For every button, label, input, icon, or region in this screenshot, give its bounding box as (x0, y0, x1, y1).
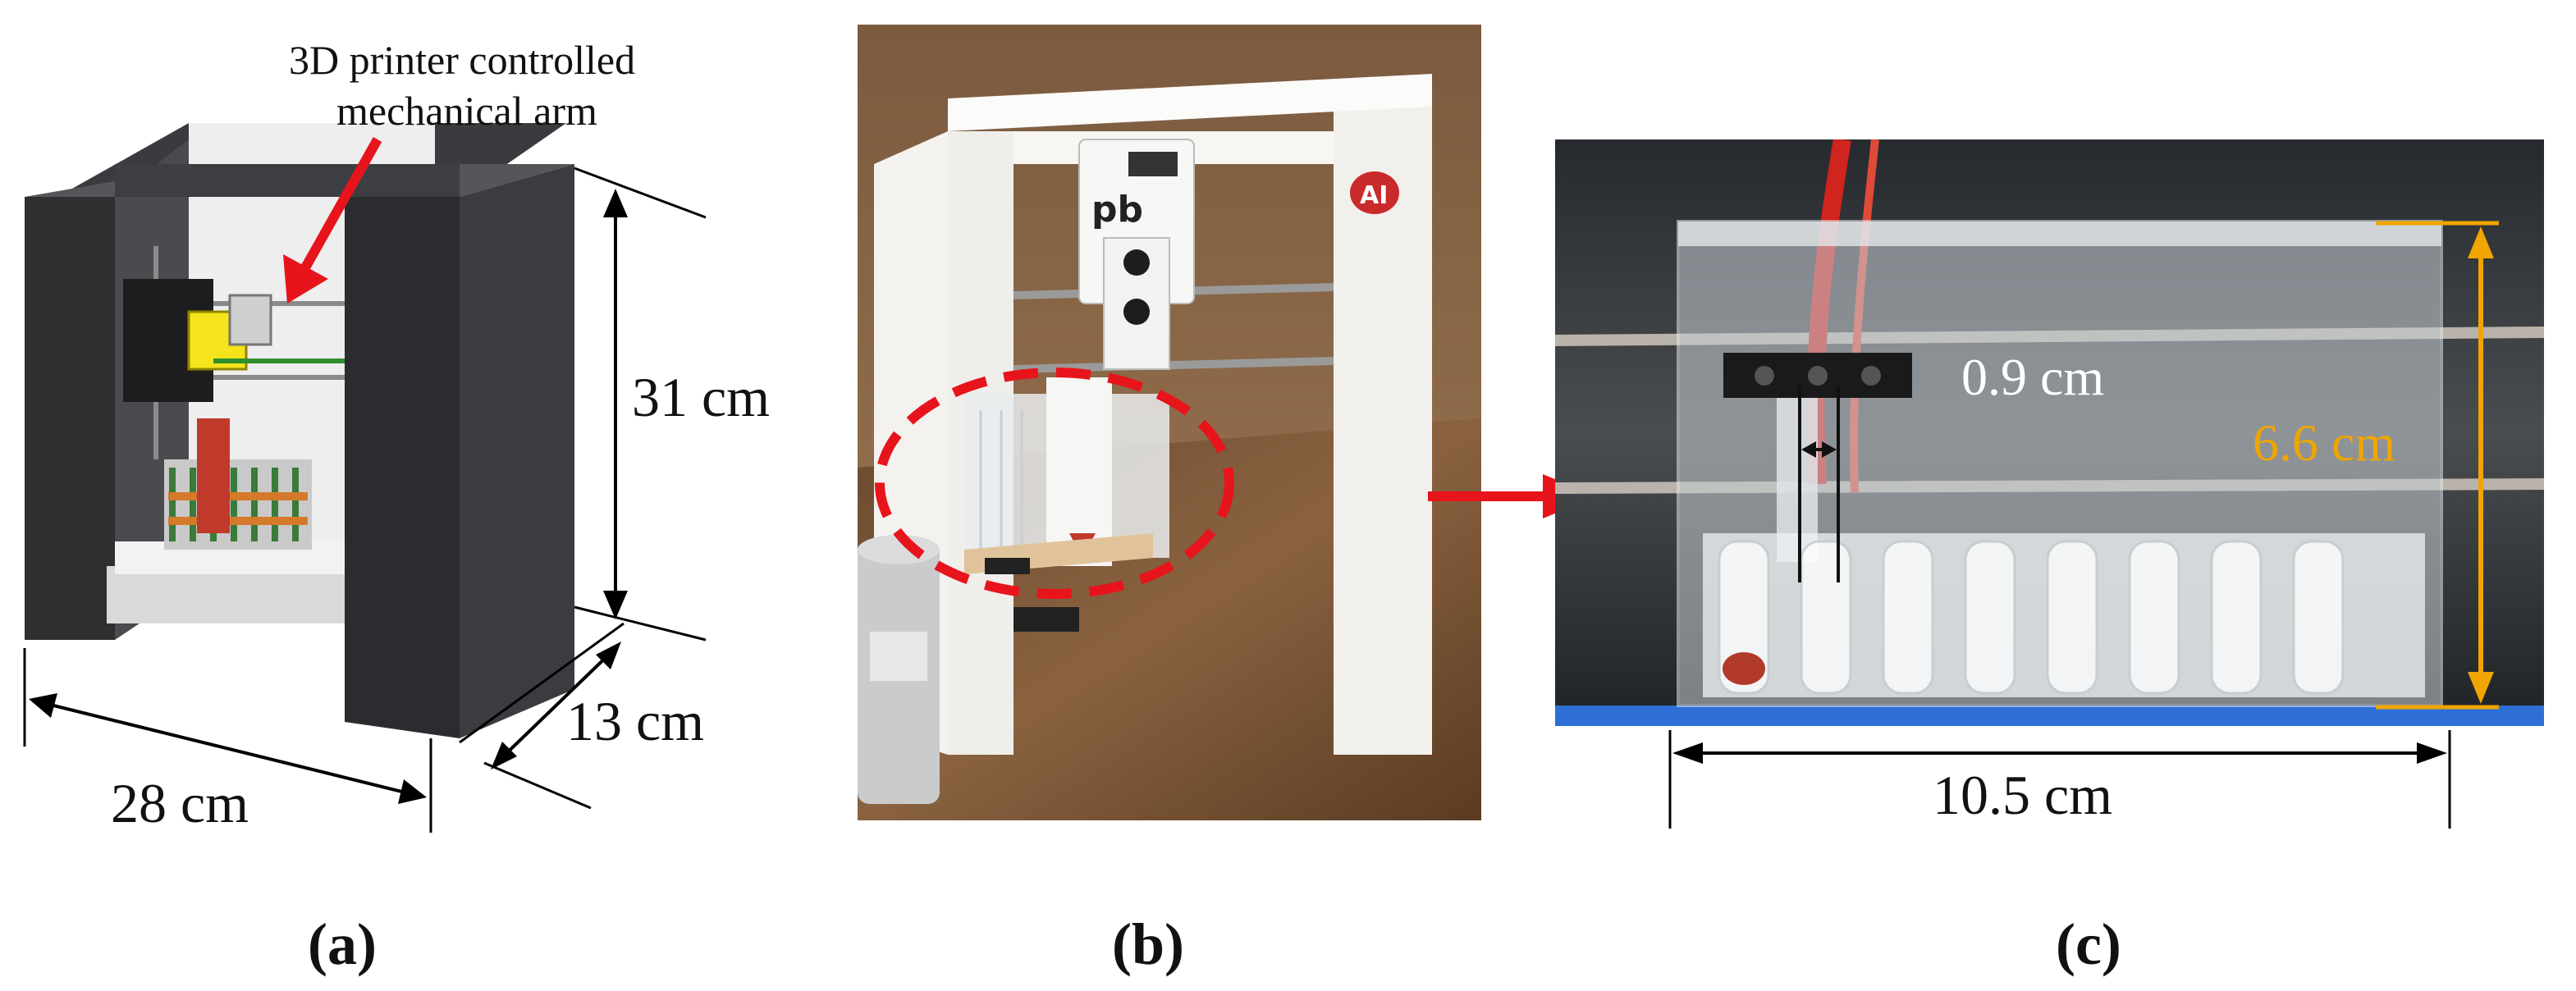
arm-annotation-line2: mechanical arm (336, 88, 597, 134)
height-label: 31 cm (632, 366, 771, 428)
printer-render (25, 123, 574, 738)
arm-annotation-line1: 3D printer controlled (289, 37, 636, 83)
panel-a: 3D printer controlled mechanical arm 31 … (0, 0, 853, 861)
cartridge-width-dimension (1668, 730, 2451, 829)
dimension-lines-a (23, 167, 707, 833)
panel-b: pb AI (858, 25, 1481, 820)
svg-text:pb: pb (1091, 189, 1143, 231)
spacing-label: 0.9 cm (1961, 348, 2105, 406)
caption-a: (a) (308, 911, 377, 977)
depth-label: 13 cm (566, 690, 705, 752)
highlight-circle (875, 368, 1234, 599)
cartridge-height-label: 6.6 cm (2253, 413, 2396, 472)
brand-logo-text: AI (1360, 181, 1388, 210)
panel-c: 0.9 cm 6.6 cm (1555, 139, 2544, 726)
cartridge-width-label: 10.5 cm (1933, 764, 2113, 826)
width-label: 28 cm (111, 772, 249, 834)
cartridge-photo (1555, 139, 2544, 726)
caption-b: (b) (1112, 911, 1184, 977)
printer-photo: pb AI (858, 25, 1481, 820)
caption-c: (c) (2056, 911, 2121, 977)
arm-pointer-arrow (283, 137, 382, 304)
